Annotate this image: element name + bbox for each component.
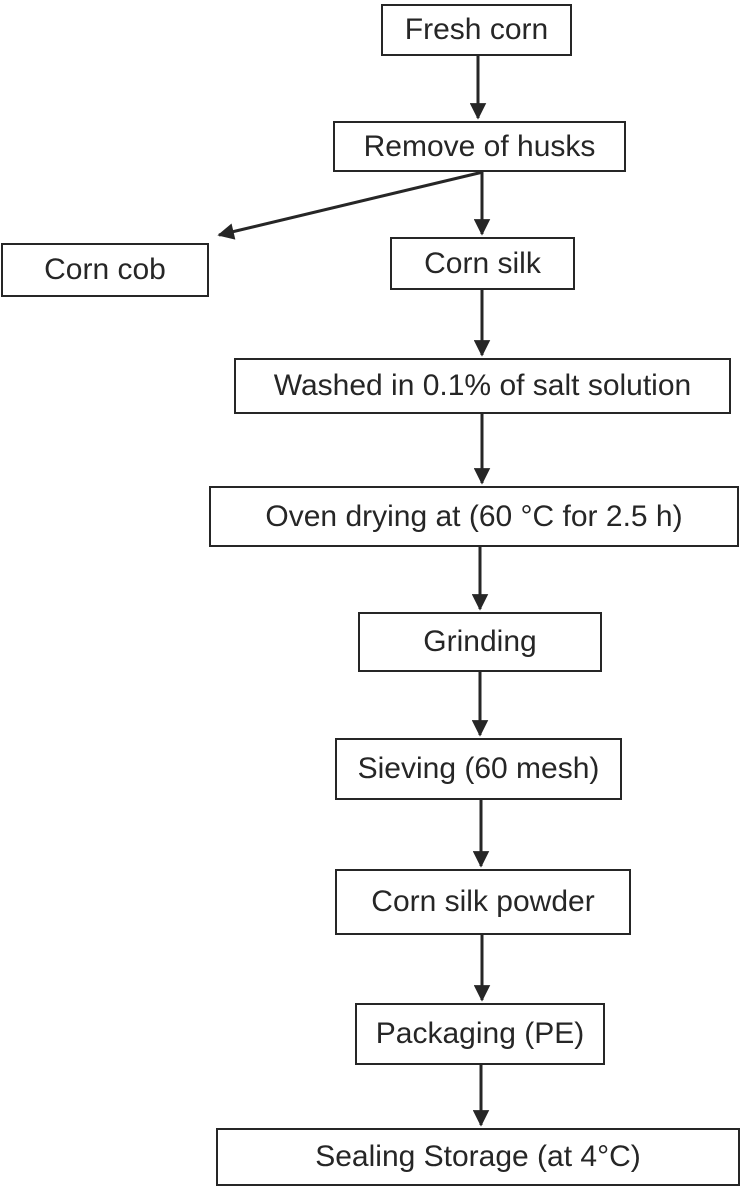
node-washed-salt-solution: Washed in 0.1% of salt solution xyxy=(234,358,731,414)
node-corn-cob: Corn cob xyxy=(1,243,209,297)
node-sieving: Sieving (60 mesh) xyxy=(335,738,622,800)
node-corn-silk-powder: Corn silk powder xyxy=(335,869,631,935)
node-packaging: Packaging (PE) xyxy=(355,1003,605,1065)
node-fresh-corn: Fresh corn xyxy=(381,4,572,56)
node-sealing-storage: Sealing Storage (at 4°C) xyxy=(216,1128,740,1186)
node-corn-silk: Corn silk xyxy=(390,237,575,290)
node-grinding: Grinding xyxy=(358,612,602,672)
node-remove-husks: Remove of husks xyxy=(333,121,626,172)
edge-remove-husks-to-corn-cob xyxy=(217,170,484,240)
node-oven-drying: Oven drying at (60 °C for 2.5 h) xyxy=(209,486,739,547)
